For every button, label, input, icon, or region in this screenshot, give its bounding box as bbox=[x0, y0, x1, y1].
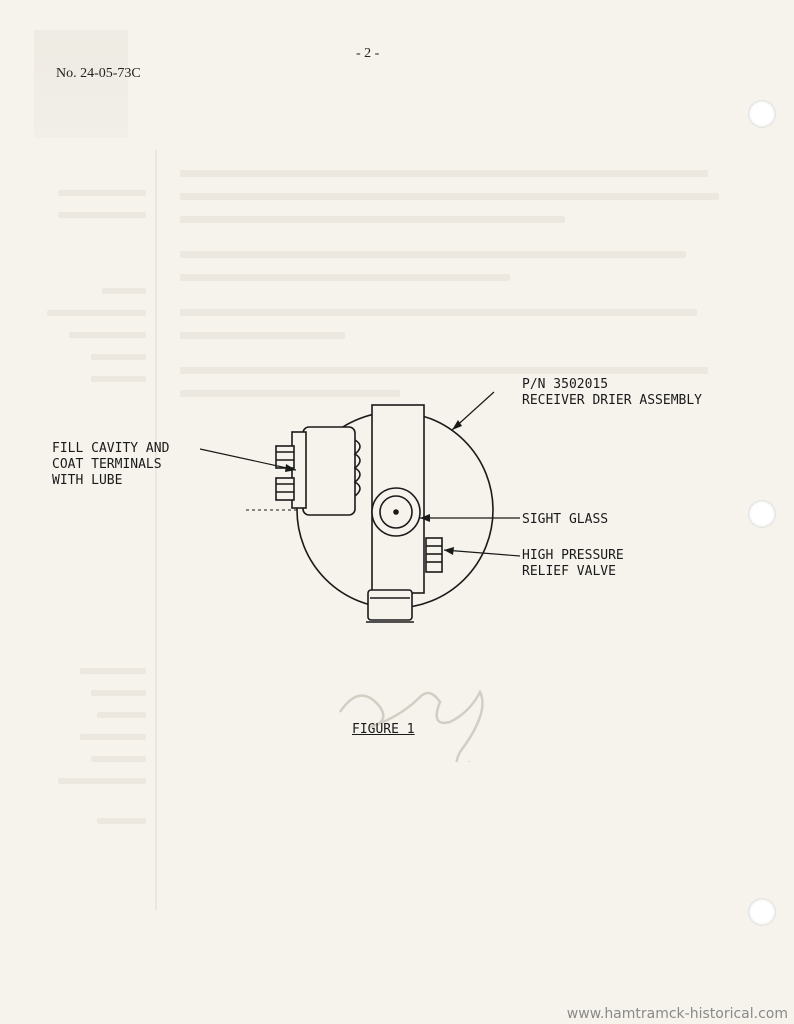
logo-watermark bbox=[34, 30, 128, 138]
sidebar-divider bbox=[155, 150, 157, 910]
sight-glass-inner bbox=[379, 495, 413, 529]
leader-relief-valve bbox=[443, 549, 521, 557]
terminal-upper bbox=[275, 445, 295, 469]
bleed-through-sidebar bbox=[36, 190, 146, 398]
switch-housing bbox=[302, 426, 356, 516]
binder-hole bbox=[748, 898, 776, 926]
relief-valve-label: HIGH PRESSURE RELIEF VALVE bbox=[522, 548, 624, 579]
binder-hole bbox=[748, 500, 776, 528]
bulletin-number: No. 24-05-73C bbox=[56, 66, 141, 81]
part-number-label: P/N 3502015 bbox=[522, 377, 609, 392]
assembly-label: RECEIVER DRIER ASSEMBLY bbox=[522, 393, 703, 408]
bleed-through-text bbox=[180, 170, 730, 413]
sight-glass-label: SIGHT GLASS bbox=[522, 512, 609, 527]
terminal-lower bbox=[275, 477, 295, 501]
page-number: - 2 - bbox=[356, 46, 380, 61]
leader-fill-cavity bbox=[199, 448, 297, 471]
binder-hole bbox=[748, 100, 776, 128]
figure-caption: FIGURE 1 bbox=[352, 722, 415, 737]
signature-mark bbox=[338, 689, 484, 762]
bottom-fitting bbox=[367, 589, 413, 621]
fill-cavity-label: FILL CAVITY AND COAT TERMINALS WITH LUBE bbox=[52, 441, 170, 488]
site-credit: www.hamtramck-historical.com bbox=[566, 1006, 788, 1022]
relief-valve bbox=[425, 537, 443, 573]
bleed-through-sidebar-lower bbox=[36, 668, 146, 840]
